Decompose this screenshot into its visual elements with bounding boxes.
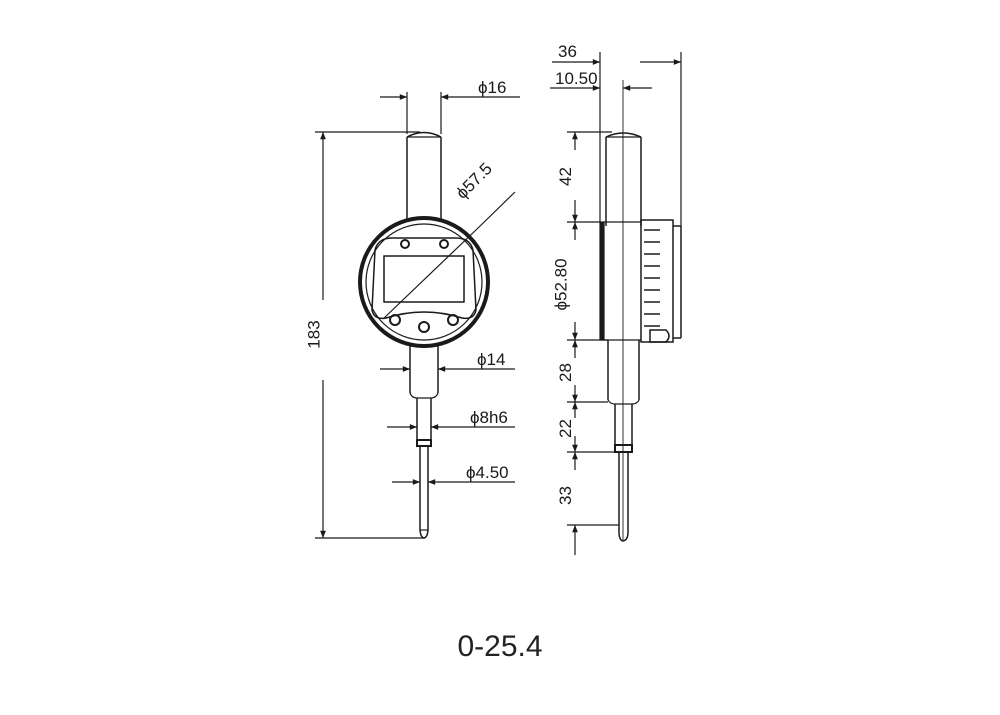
- dim-lower-stem-diameter: ϕ14: [477, 350, 506, 369]
- dim-probe-diameter: ϕ4.50: [466, 463, 509, 482]
- range-caption: 0-25.4: [457, 630, 543, 663]
- dim-stem-diameter: ϕ16: [478, 78, 507, 97]
- front-view: [315, 92, 520, 539]
- dim-lower-stem-length: 28: [555, 363, 575, 382]
- dim-top-stem-length: 42: [555, 167, 575, 186]
- dim-mount-length: 22: [555, 419, 575, 438]
- dim-body-height: ϕ52.80: [551, 258, 571, 311]
- dim-overall-depth: 36: [558, 42, 577, 61]
- dim-mount-diameter: ϕ8h6: [470, 408, 508, 427]
- dim-probe-length: 33: [555, 486, 575, 505]
- dim-back-offset: 10.50: [555, 69, 598, 88]
- side-view: [550, 52, 682, 555]
- dim-overall-height: 183: [304, 320, 324, 349]
